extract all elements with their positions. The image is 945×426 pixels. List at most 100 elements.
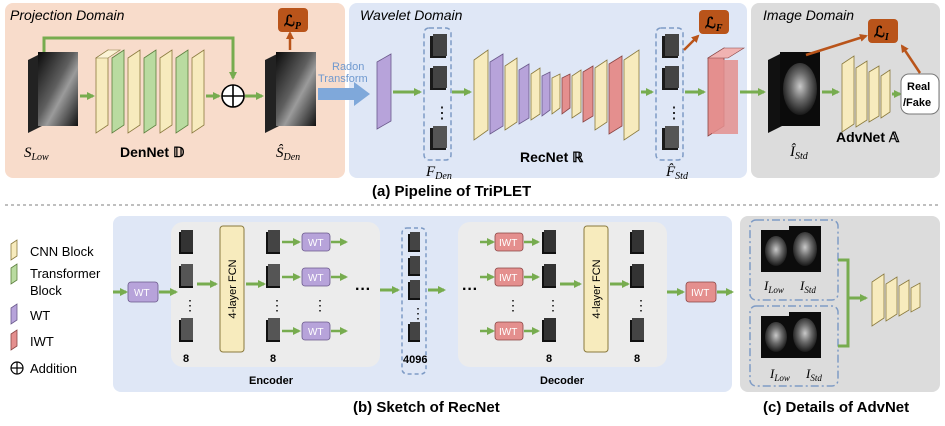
- advnet-label: AdvNet 𝔸: [836, 129, 900, 145]
- arrow-to-loss-i: [805, 33, 868, 57]
- decoder-label: Decoder: [540, 375, 585, 387]
- encoder-vdots-1: ⋮: [183, 297, 197, 313]
- bottleneck-dashed-box: [401, 227, 427, 375]
- projection-domain-title: Projection Domain: [10, 7, 125, 23]
- encoder-label: Encoder: [249, 375, 294, 387]
- decoder-iwt-3-label: IWT: [499, 327, 517, 338]
- skip-connection-arrow: [42, 36, 237, 80]
- encoder-wt-3: [301, 321, 331, 341]
- legend-transformer-swatch: [10, 263, 18, 285]
- caption-c: (c) Details of AdvNet: [763, 399, 909, 416]
- recnet-blocks: [473, 49, 640, 141]
- advnet-blocks: [841, 55, 891, 133]
- pair-1-i-low: ILow: [763, 278, 784, 295]
- wt-block-top: [376, 53, 392, 130]
- radon-label-2: Transform: [318, 73, 368, 85]
- legend-transformer-label-1: Transformer: [30, 266, 101, 281]
- encoder-wt-3-label: WT: [308, 327, 324, 338]
- decoder-iwt-vdots: ⋮: [506, 297, 520, 313]
- loss-i-label: ℒI: [874, 25, 890, 43]
- encoder-wt-2-label: WT: [308, 273, 324, 284]
- f-den-vdots: ⋮: [434, 105, 450, 122]
- caption-a: (a) Pipeline of TriPLET: [372, 183, 531, 200]
- encoder-fcn-label: 4-layer FCN: [227, 259, 239, 318]
- encoder-vdots-2: ⋮: [270, 297, 284, 313]
- f-std-vdots: ⋮: [666, 105, 682, 122]
- caption-b: (b) Sketch of RecNet: [353, 399, 500, 416]
- decoder-fcn-label: 4-layer FCN: [591, 259, 603, 318]
- iwt-block-front: [706, 47, 746, 59]
- encoder-stack-2: [266, 230, 280, 342]
- wavelet-domain-title: Wavelet Domain: [360, 7, 463, 23]
- addition-icon: [221, 84, 245, 108]
- legend: CNN Block Transformer Block WT IWT Addit…: [10, 239, 101, 376]
- projection-domain-panel: [5, 3, 345, 178]
- s-den-image: [265, 52, 316, 133]
- decoder-vdots-2: ⋮: [634, 297, 648, 313]
- ellipsis-left: ···: [355, 281, 371, 298]
- wt-module-input-label: WT: [134, 288, 150, 299]
- radon-label-1: Radon: [332, 61, 364, 73]
- legend-wt-label: WT: [30, 308, 50, 323]
- f-std-dashed-box: [655, 27, 684, 161]
- decoder-iwt-1: [494, 232, 524, 252]
- radon-transform-arrow: [318, 82, 370, 106]
- encoder-stack-1: [179, 230, 193, 342]
- iwt-block-body: [712, 60, 738, 134]
- f-std-stack: [662, 34, 679, 150]
- decoder-count-2: 8: [634, 353, 640, 365]
- f-den-dashed-box: [423, 27, 452, 161]
- loss-i-box: [868, 19, 898, 43]
- loss-p-label: ℒP: [284, 14, 302, 32]
- decoder-iwt-2-label: IWT: [499, 273, 517, 284]
- decoder-count-1: 8: [546, 353, 552, 365]
- advnet-detail-blocks: [871, 273, 921, 327]
- iwt-module-output-label: IWT: [691, 288, 709, 299]
- ellipsis-right: ···: [462, 281, 478, 298]
- encoder-wt-vdots: ⋮: [313, 297, 327, 313]
- pair-1-images: [761, 226, 821, 272]
- s-low-image: [28, 52, 78, 133]
- real-fake-line-1: Real: [907, 81, 930, 93]
- bottleneck-count: 4096: [403, 354, 427, 366]
- image-domain-title: Image Domain: [763, 7, 854, 23]
- legend-iwt-swatch: [10, 329, 18, 351]
- legend-wt-swatch: [10, 303, 18, 325]
- legend-iwt-label: IWT: [30, 334, 54, 349]
- f-den-stack: [430, 34, 447, 150]
- recnet-label: RecNet ℝ: [520, 149, 584, 165]
- iwt-module-output: [685, 281, 717, 303]
- arrow-to-loss-f: [683, 34, 700, 51]
- legend-cnn-swatch: [10, 239, 18, 261]
- legend-addition-label: Addition: [30, 361, 77, 376]
- legend-addition-icon: [10, 361, 24, 375]
- decoder-iwt-1-label: IWT: [499, 238, 517, 249]
- encoder-fcn-block: [219, 225, 245, 353]
- f-den-label: FDen: [425, 164, 452, 182]
- encoder-wt-1-label: WT: [308, 238, 324, 249]
- s-low-label: SLow: [24, 145, 49, 163]
- denet-blocks: [95, 49, 205, 134]
- decoder-iwt-3: [494, 321, 524, 341]
- loss-f-label: ℒF: [705, 16, 723, 34]
- pair-2-i-std: IStd: [805, 366, 822, 383]
- bottleneck-vdots: ⋮: [411, 305, 425, 321]
- loss-p-box: [278, 8, 308, 32]
- encoder-wt-2: [301, 267, 331, 287]
- merge-connector: [838, 258, 866, 348]
- encoder-count-1: 8: [183, 353, 189, 365]
- encoder-wt-1: [301, 232, 331, 252]
- real-fake-line-2: /Fake: [903, 97, 931, 109]
- pair-1-i-std: IStd: [799, 278, 816, 295]
- legend-transformer-label-2: Block: [30, 283, 62, 298]
- denet-label: DenNet 𝔻: [120, 144, 185, 160]
- decoder-stack-1: [542, 230, 556, 342]
- real-fake-box: [900, 73, 940, 115]
- s-den-label: ŜDen: [276, 144, 300, 163]
- pair-2-images: [761, 312, 821, 358]
- arrow-realfake-loss-i: [900, 44, 922, 74]
- legend-cnn-label: CNN Block: [30, 244, 94, 259]
- wt-module-input: [127, 281, 159, 303]
